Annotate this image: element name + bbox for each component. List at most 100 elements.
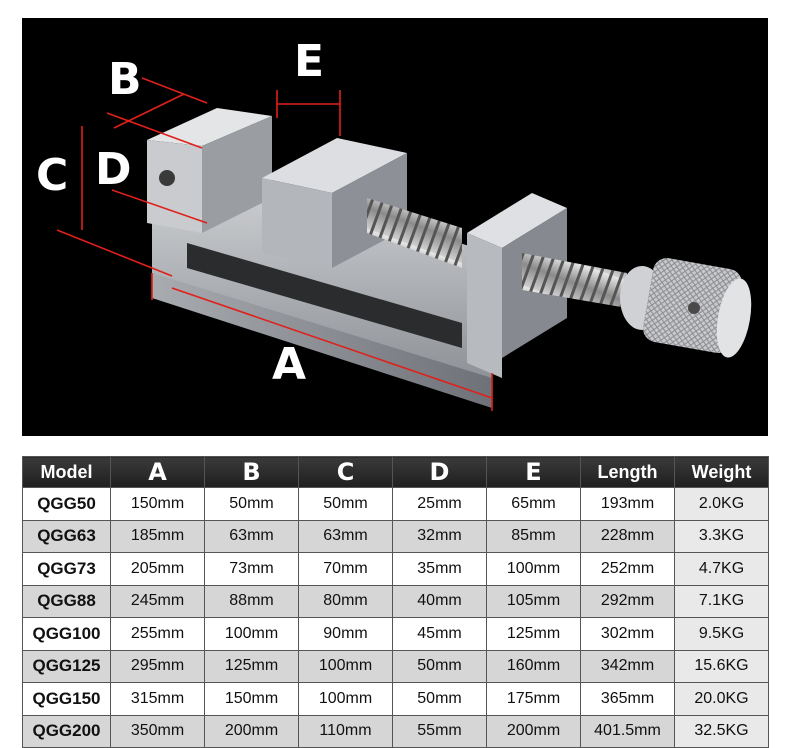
- cell-weight: 15.6KG: [674, 649, 769, 683]
- cell-weight: 2.0KG: [674, 487, 769, 521]
- table-row: QGG63 185mm 63mm 63mm 32mm 85mm 228mm 3.…: [22, 519, 769, 553]
- end-block-front: [467, 233, 502, 378]
- jaw-hole: [159, 170, 175, 186]
- vise-illustration: [56, 77, 752, 411]
- cell-e: 125mm: [486, 617, 581, 651]
- fixed-jaw-top: [147, 108, 272, 146]
- cell-e: 175mm: [486, 682, 581, 716]
- header-c: C: [298, 456, 393, 488]
- table-row: QGG73 205mm 73mm 70mm 35mm 100mm 252mm 4…: [22, 552, 769, 586]
- cell-b: 73mm: [204, 552, 299, 586]
- header-d: D: [392, 456, 487, 488]
- measure-line-b: [113, 93, 185, 129]
- cell-b: 50mm: [204, 487, 299, 521]
- cell-length: 252mm: [580, 552, 675, 586]
- cell-c: 63mm: [298, 519, 393, 553]
- cell-e: 105mm: [486, 584, 581, 618]
- cell-a: 185mm: [110, 519, 205, 553]
- dimension-label-d: D: [95, 144, 132, 195]
- measure-lines: [56, 77, 493, 411]
- cell-a: 350mm: [110, 714, 205, 748]
- cell-a: 315mm: [110, 682, 205, 716]
- table-row: QGG125 295mm 125mm 100mm 50mm 160mm 342m…: [22, 649, 769, 683]
- cell-d: 35mm: [392, 552, 487, 586]
- cell-e: 200mm: [486, 714, 581, 748]
- cell-length: 365mm: [580, 682, 675, 716]
- cell-model: QGG88: [22, 584, 111, 618]
- cell-model: QGG200: [22, 714, 111, 748]
- cell-weight: 4.7KG: [674, 552, 769, 586]
- header-b: B: [204, 456, 299, 488]
- cell-a: 255mm: [110, 617, 205, 651]
- header-a: A: [110, 456, 205, 488]
- table-row: QGG200 350mm 200mm 110mm 55mm 200mm 401.…: [22, 714, 769, 748]
- cell-weight: 3.3KG: [674, 519, 769, 553]
- cell-b: 125mm: [204, 649, 299, 683]
- dimension-label-a: A: [272, 339, 307, 390]
- cell-c: 110mm: [298, 714, 393, 748]
- lead-screw-inner: [367, 198, 462, 268]
- end-block-top: [467, 193, 567, 248]
- cell-model: QGG100: [22, 617, 111, 651]
- measure-line-d: [111, 189, 208, 224]
- cell-weight: 32.5KG: [674, 714, 769, 748]
- cell-d: 55mm: [392, 714, 487, 748]
- cell-length: 193mm: [580, 487, 675, 521]
- cell-e: 85mm: [486, 519, 581, 553]
- fixed-jaw-front: [147, 140, 202, 233]
- table-row: QGG100 255mm 100mm 90mm 45mm 125mm 302mm…: [22, 617, 769, 651]
- cell-e: 100mm: [486, 552, 581, 586]
- cell-a: 295mm: [110, 649, 205, 683]
- cell-c: 50mm: [298, 487, 393, 521]
- measure-line-a: [171, 287, 493, 399]
- dimension-label-c: C: [36, 150, 69, 201]
- dimension-label-e: E: [294, 36, 325, 87]
- cell-b: 150mm: [204, 682, 299, 716]
- cell-b: 63mm: [204, 519, 299, 553]
- cell-b: 100mm: [204, 617, 299, 651]
- header-length: Length: [580, 456, 675, 488]
- cell-length: 302mm: [580, 617, 675, 651]
- cell-d: 50mm: [392, 682, 487, 716]
- cell-c: 100mm: [298, 649, 393, 683]
- cell-length: 228mm: [580, 519, 675, 553]
- fixed-jaw-side: [202, 116, 272, 233]
- cell-d: 50mm: [392, 649, 487, 683]
- table-header-row: Model A B C D E Length Weight: [22, 456, 769, 488]
- header-model: Model: [22, 456, 111, 488]
- table-row: QGG150 315mm 150mm 100mm 50mm 175mm 365m…: [22, 682, 769, 716]
- cell-d: 25mm: [392, 487, 487, 521]
- cell-model: QGG50: [22, 487, 111, 521]
- table-row: QGG88 245mm 88mm 80mm 40mm 105mm 292mm 7…: [22, 584, 769, 618]
- cell-c: 80mm: [298, 584, 393, 618]
- cell-c: 70mm: [298, 552, 393, 586]
- lead-screw-outer: [522, 253, 627, 308]
- cell-d: 45mm: [392, 617, 487, 651]
- cell-weight: 7.1KG: [674, 584, 769, 618]
- cell-c: 100mm: [298, 682, 393, 716]
- knob-hole: [688, 302, 700, 314]
- cell-a: 150mm: [110, 487, 205, 521]
- spec-table: Model A B C D E Length Weight QGG50 150m…: [22, 456, 769, 748]
- cell-model: QGG63: [22, 519, 111, 553]
- cell-d: 32mm: [392, 519, 487, 553]
- table-row: QGG50 150mm 50mm 50mm 25mm 65mm 193mm 2.…: [22, 487, 769, 521]
- cell-model: QGG125: [22, 649, 111, 683]
- handle-knob-face: [716, 278, 752, 358]
- cell-model: QGG150: [22, 682, 111, 716]
- cell-d: 40mm: [392, 584, 487, 618]
- cell-length: 342mm: [580, 649, 675, 683]
- cell-c: 90mm: [298, 617, 393, 651]
- header-weight: Weight: [674, 456, 769, 488]
- movable-jaw-front: [262, 178, 332, 268]
- cell-weight: 9.5KG: [674, 617, 769, 651]
- cell-model: QGG73: [22, 552, 111, 586]
- movable-jaw-top: [262, 138, 407, 193]
- cell-e: 160mm: [486, 649, 581, 683]
- cell-weight: 20.0KG: [674, 682, 769, 716]
- cell-a: 245mm: [110, 584, 205, 618]
- cell-e: 65mm: [486, 487, 581, 521]
- vise-base-slot: [187, 243, 462, 348]
- cell-b: 200mm: [204, 714, 299, 748]
- cell-b: 88mm: [204, 584, 299, 618]
